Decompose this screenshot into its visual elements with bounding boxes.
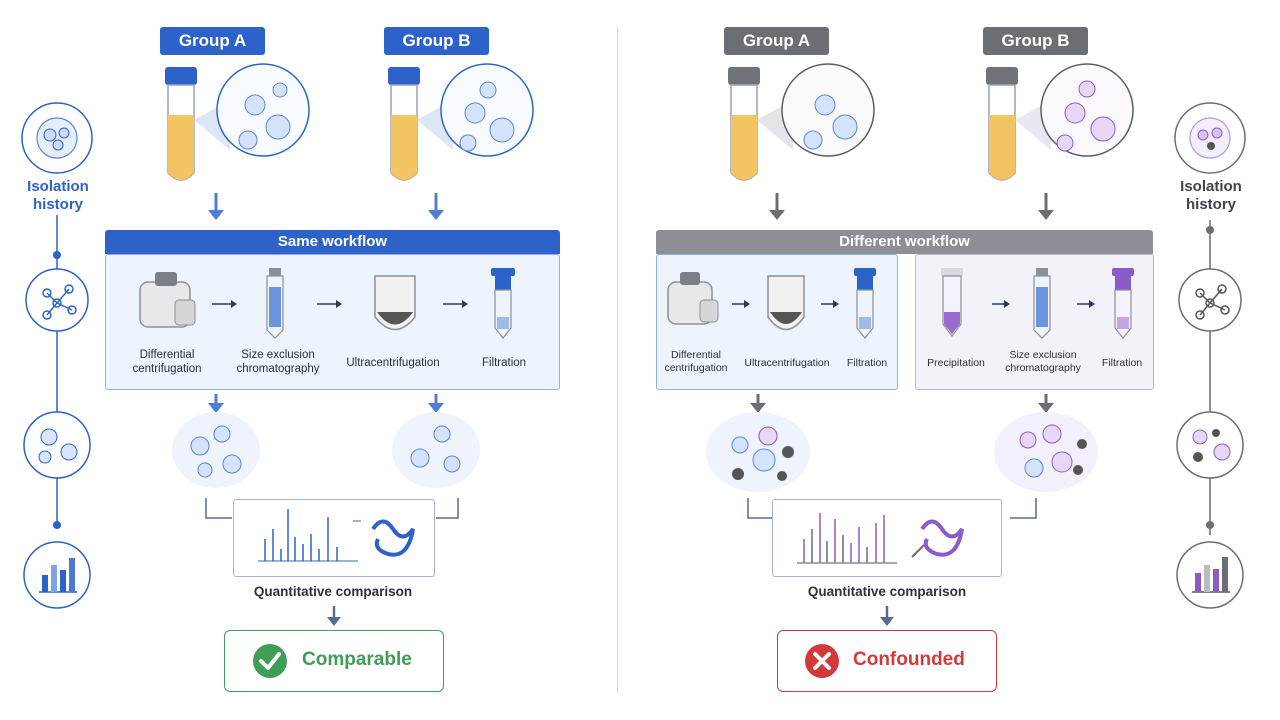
right-zoom-a-icon <box>781 63 875 157</box>
left-tube-b-icon <box>388 67 420 181</box>
right-comparison-label: Quantitative comparison <box>807 584 967 599</box>
right-zoom-b-icon <box>1040 63 1134 157</box>
left-zoom-a-icon <box>216 63 310 157</box>
left-step-4-label: Filtration <box>481 357 527 369</box>
right-tube-a-icon <box>728 67 760 181</box>
right-b-step-1-label: Precipitation <box>927 357 985 369</box>
right-comparison-box <box>772 499 1002 577</box>
right-history-text: Isolation history <box>1180 178 1242 213</box>
checkmark-icon <box>253 644 287 678</box>
left-group-b-tag: Group B <box>384 27 489 55</box>
ultracentrifuge-tube-icon <box>767 275 805 331</box>
right-b-step-2-label: Size exclusion chromatography <box>1005 349 1081 374</box>
left-history-label: Isolation history <box>3 178 113 214</box>
left-comparison-label: Quantitative comparison <box>253 584 413 599</box>
right-workflow-icons <box>667 268 1134 339</box>
right-b-step-3-label: Filtration <box>1101 357 1143 369</box>
left-step-1-label: Differential centrifugation <box>132 349 202 375</box>
left-samples <box>165 63 534 220</box>
left-spectrum-chart <box>258 509 415 562</box>
right-tube-b-icon <box>986 67 1018 181</box>
left-workflow-header: Same workflow <box>105 230 560 254</box>
right-samples <box>728 63 1134 220</box>
right-result-label: Confounded <box>853 649 965 670</box>
left-zoom-b-icon <box>440 63 534 157</box>
left-tube-a-icon <box>165 67 197 181</box>
left-step-2-label: Size exclusion chromatography <box>236 349 320 375</box>
left-result-label: Comparable <box>302 649 412 670</box>
right-spectrum-chart <box>797 513 964 564</box>
centrifuge-icon <box>139 272 196 328</box>
sec-column-icon <box>266 268 284 339</box>
left-step-3-label: Ultracentrifugation <box>346 357 440 369</box>
centrifuge-icon <box>667 272 719 325</box>
right-a-step-1-label: Differential centrifugation <box>664 349 728 374</box>
left-workflow-icons <box>139 268 515 339</box>
right-group-a-tag: Group A <box>724 27 829 55</box>
left-history-text: Isolation history <box>27 178 89 213</box>
protein-icon <box>920 519 964 557</box>
left-group-a-tag: Group A <box>160 27 265 55</box>
right-a-step-3-label: Filtration <box>846 357 888 369</box>
right-result-arrow <box>880 606 894 626</box>
left-result-arrow <box>327 606 341 626</box>
filter-icon <box>1112 268 1134 339</box>
right-history-column <box>1174 102 1246 609</box>
right-history-label: Isolation history <box>1156 178 1266 214</box>
sec-column-icon <box>1033 268 1051 339</box>
right-outputs <box>706 394 1098 519</box>
ultracentrifuge-tube-icon <box>374 275 416 331</box>
protein-icon <box>371 519 415 557</box>
left-outputs <box>172 394 480 519</box>
left-history-column <box>21 102 93 609</box>
filter-icon <box>854 268 876 339</box>
cross-icon <box>805 644 839 678</box>
right-a-step-2-label: Ultracentrifugation <box>744 357 830 369</box>
right-group-b-tag: Group B <box>983 27 1088 55</box>
right-workflow-header: Different workflow <box>656 230 1153 254</box>
filter-icon <box>491 268 515 339</box>
center-divider <box>617 28 618 693</box>
precipitation-tube-icon <box>941 268 963 337</box>
